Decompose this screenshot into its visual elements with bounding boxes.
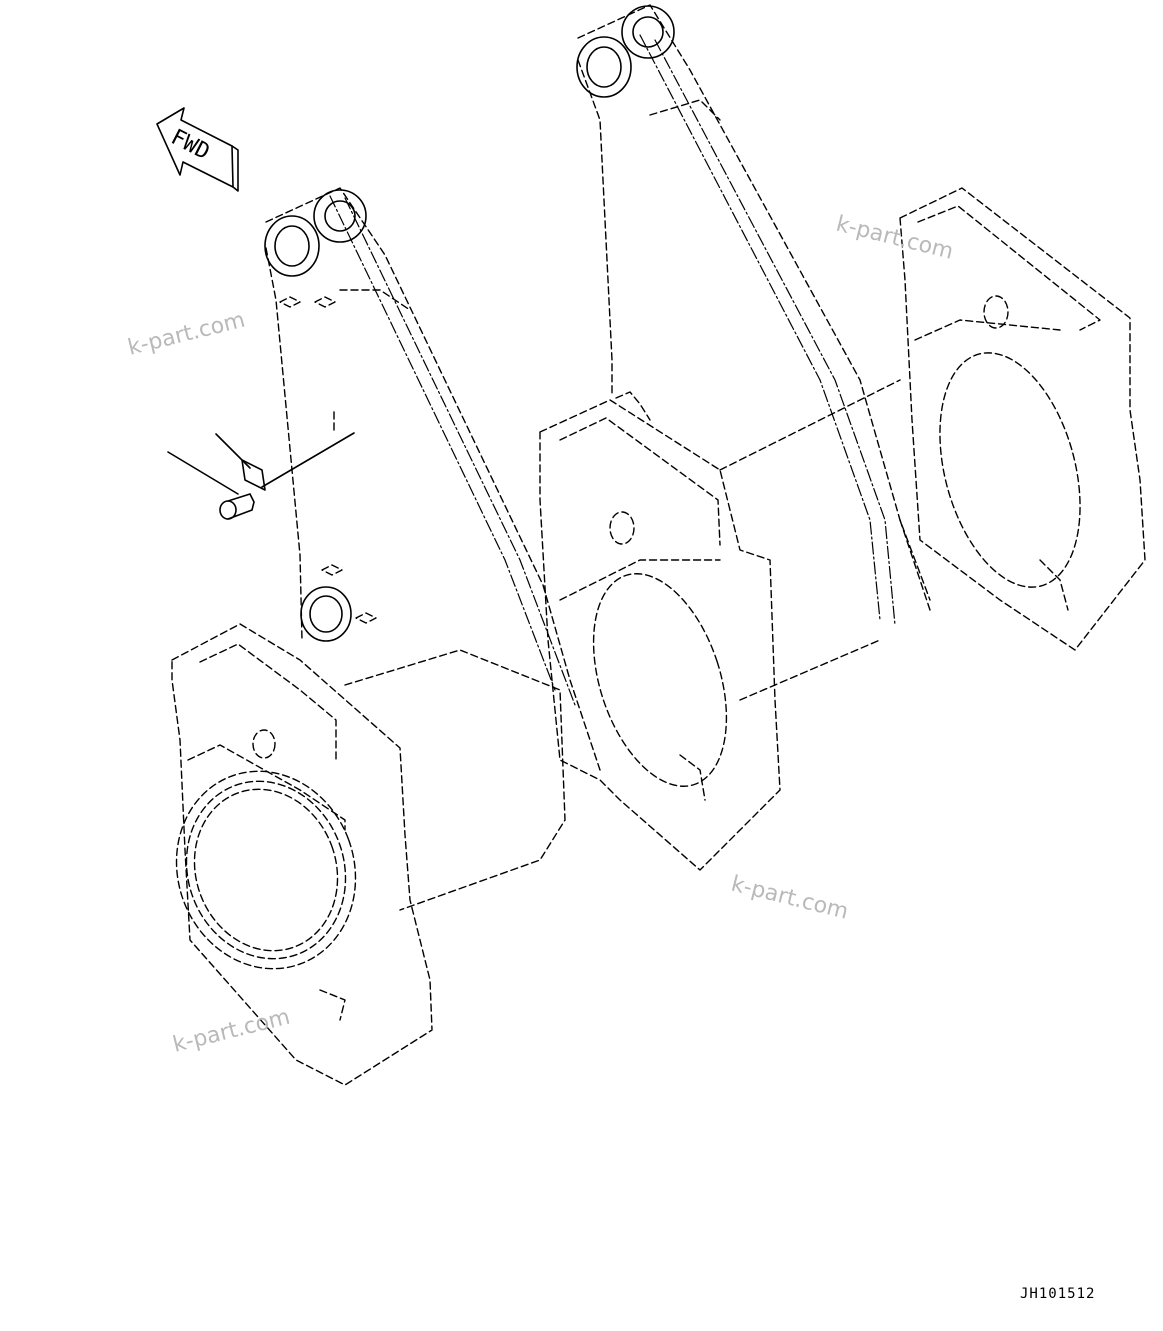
left-arm — [264, 187, 601, 771]
left-bracket — [171, 623, 566, 1086]
watermark: k-part.com — [729, 872, 851, 925]
bolt-callout — [167, 432, 355, 520]
fwd-arrow-icon: FWD — [156, 107, 239, 192]
middle-bracket — [539, 379, 901, 871]
right-arm — [576, 4, 931, 626]
watermark: k-part.com — [834, 212, 956, 265]
right-bracket — [899, 187, 1146, 651]
watermark: k-part.com — [125, 308, 247, 361]
drawing-code: JH101512 — [1020, 1286, 1095, 1302]
fwd-label: FWD — [167, 125, 214, 165]
watermark: k-part.com — [170, 1005, 292, 1058]
